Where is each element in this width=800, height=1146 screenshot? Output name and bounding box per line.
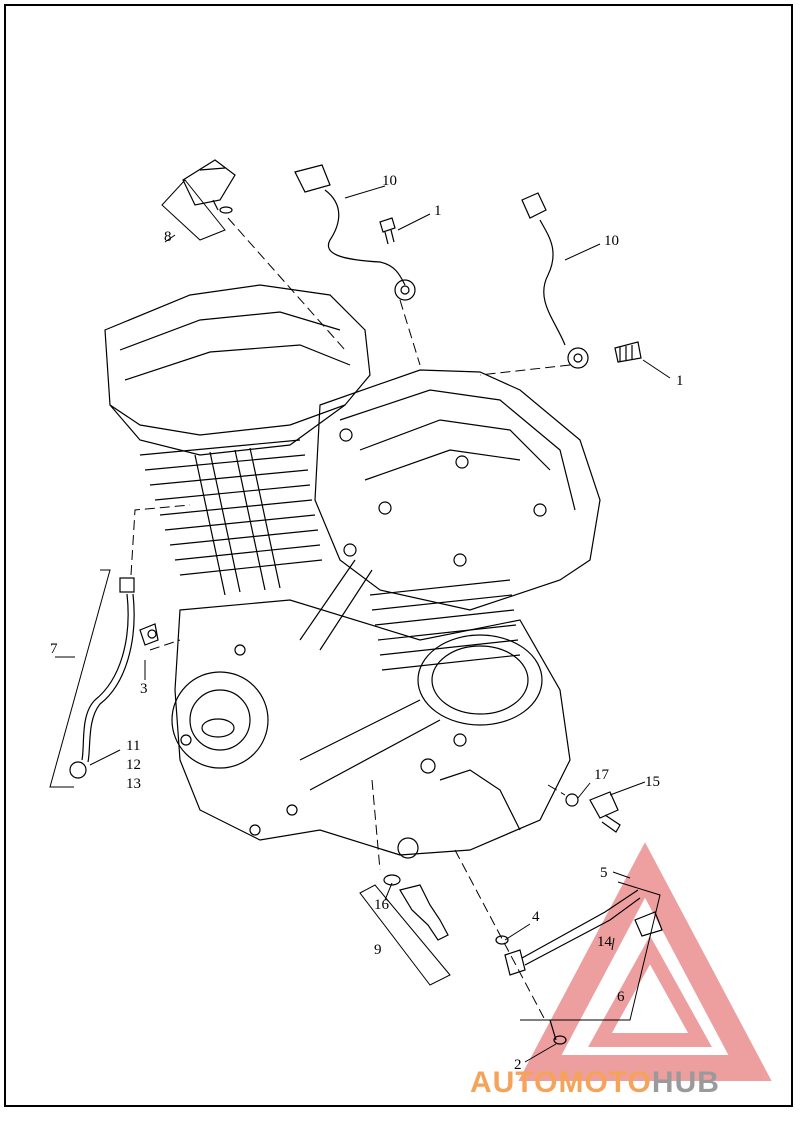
- callout-1-right: 1: [676, 373, 684, 389]
- callout-2: 2: [514, 1057, 522, 1073]
- callout-10-rear: 10: [382, 173, 397, 189]
- callout-8: 8: [164, 229, 172, 245]
- part-10-knock-sensor-rear: [294, 164, 416, 301]
- watermark-brand: AUTOMOTOHUB: [470, 1066, 720, 1100]
- diagram-frame: [4, 4, 793, 1107]
- callout-9: 9: [374, 942, 382, 958]
- watermark-moto: MOTO: [558, 1066, 652, 1099]
- part-3-fitting: [139, 623, 159, 646]
- watermark-hub: HUB: [651, 1066, 720, 1099]
- part-7-oil-line: [69, 577, 135, 779]
- callout-11: 11: [126, 738, 141, 754]
- callout-12: 12: [126, 757, 141, 773]
- part-9-fitting: [383, 874, 449, 941]
- starter-motor: [417, 634, 543, 726]
- rear-cylinder-fins: [139, 439, 323, 576]
- callout-14: 14: [597, 934, 612, 950]
- front-cylinder-fins: [369, 579, 521, 671]
- callout-5: 5: [600, 865, 608, 881]
- callout-16: 16: [374, 897, 389, 913]
- part-8-connector: [182, 159, 236, 214]
- callout-4: 4: [532, 909, 540, 925]
- engine-assembly: [104, 284, 601, 859]
- dashed-leaders: [130, 217, 571, 1021]
- cam-cover: [171, 671, 269, 769]
- callout-3: 3: [140, 681, 148, 697]
- callout-6: 6: [617, 989, 625, 1005]
- part-1-bolt-top: [379, 217, 396, 245]
- part-6-cable-sensor: [495, 889, 663, 1045]
- callout-1-top: 1: [434, 203, 442, 219]
- callout-10-front: 10: [604, 233, 619, 249]
- watermark-triangle-logo: [518, 842, 772, 1081]
- watermark-auto: AUTO: [470, 1066, 559, 1099]
- loose-parts: [69, 159, 663, 1045]
- callout-13: 13: [126, 776, 141, 792]
- callout-15: 15: [645, 774, 660, 790]
- part-10-knock-sensor-front: [521, 192, 589, 369]
- callout-7: 7: [50, 641, 58, 657]
- callout-leaders: [49, 179, 671, 1063]
- part-1-bolt-right: [614, 341, 642, 363]
- callout-17: 17: [594, 767, 609, 783]
- part-15-oil-pressure-sender: [565, 791, 621, 833]
